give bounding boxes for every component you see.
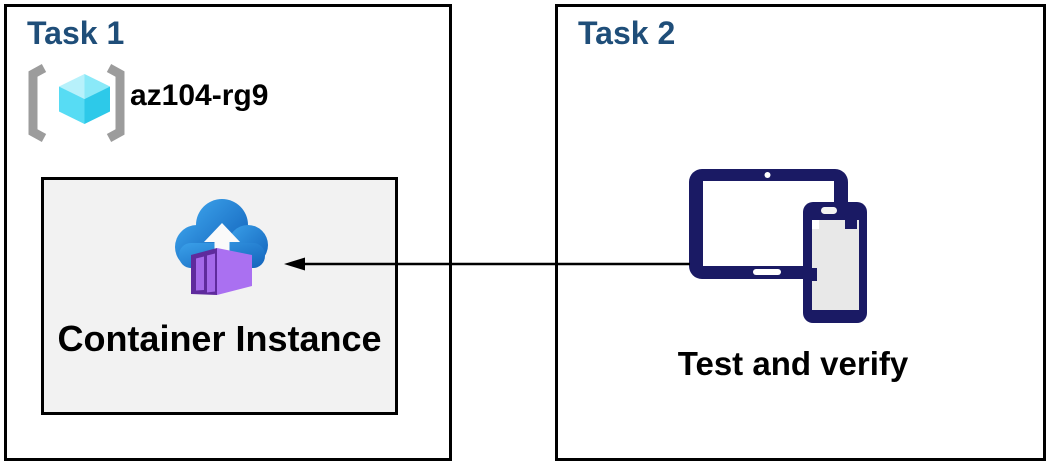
resource-group-name: az104-rg9 bbox=[130, 79, 269, 112]
task-1-title: Task 1 bbox=[27, 15, 125, 51]
upload-arrow bbox=[204, 223, 240, 267]
task-2-panel: Task 2 Test and verify bbox=[555, 4, 1046, 461]
container-instance-box: Container Instance bbox=[41, 177, 398, 415]
container-shape bbox=[191, 248, 252, 295]
task-1-panel: Task 1 az104-rg9 bbox=[4, 4, 452, 461]
task-2-title: Task 2 bbox=[578, 15, 676, 51]
devices-icon bbox=[689, 169, 867, 323]
container-instance-icon bbox=[175, 199, 268, 295]
devices-label: Test and verify bbox=[677, 345, 909, 382]
container-instance-label: Container Instance bbox=[57, 318, 382, 359]
phone-icon bbox=[803, 202, 867, 323]
resource-group-icon bbox=[28, 64, 125, 142]
